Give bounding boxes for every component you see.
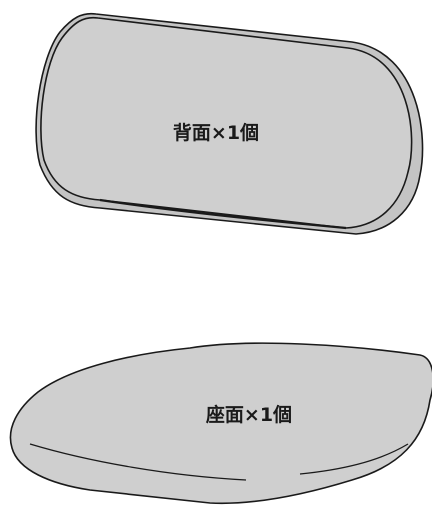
- seat-cushion-seam-left: [29, 443, 247, 481]
- seat-cushion-label: 座面×1個: [206, 403, 292, 426]
- seat-cushion: 座面×1個: [9, 342, 432, 505]
- back-cushion: 背面×1個: [35, 12, 424, 235]
- back-cushion-label: 背面×1個: [173, 121, 259, 144]
- seat-cushion-seam-right: [299, 443, 409, 475]
- back-cushion-face: [40, 16, 413, 229]
- back-cushion-seam: [99, 198, 347, 230]
- seat-cushion-face: [9, 342, 432, 505]
